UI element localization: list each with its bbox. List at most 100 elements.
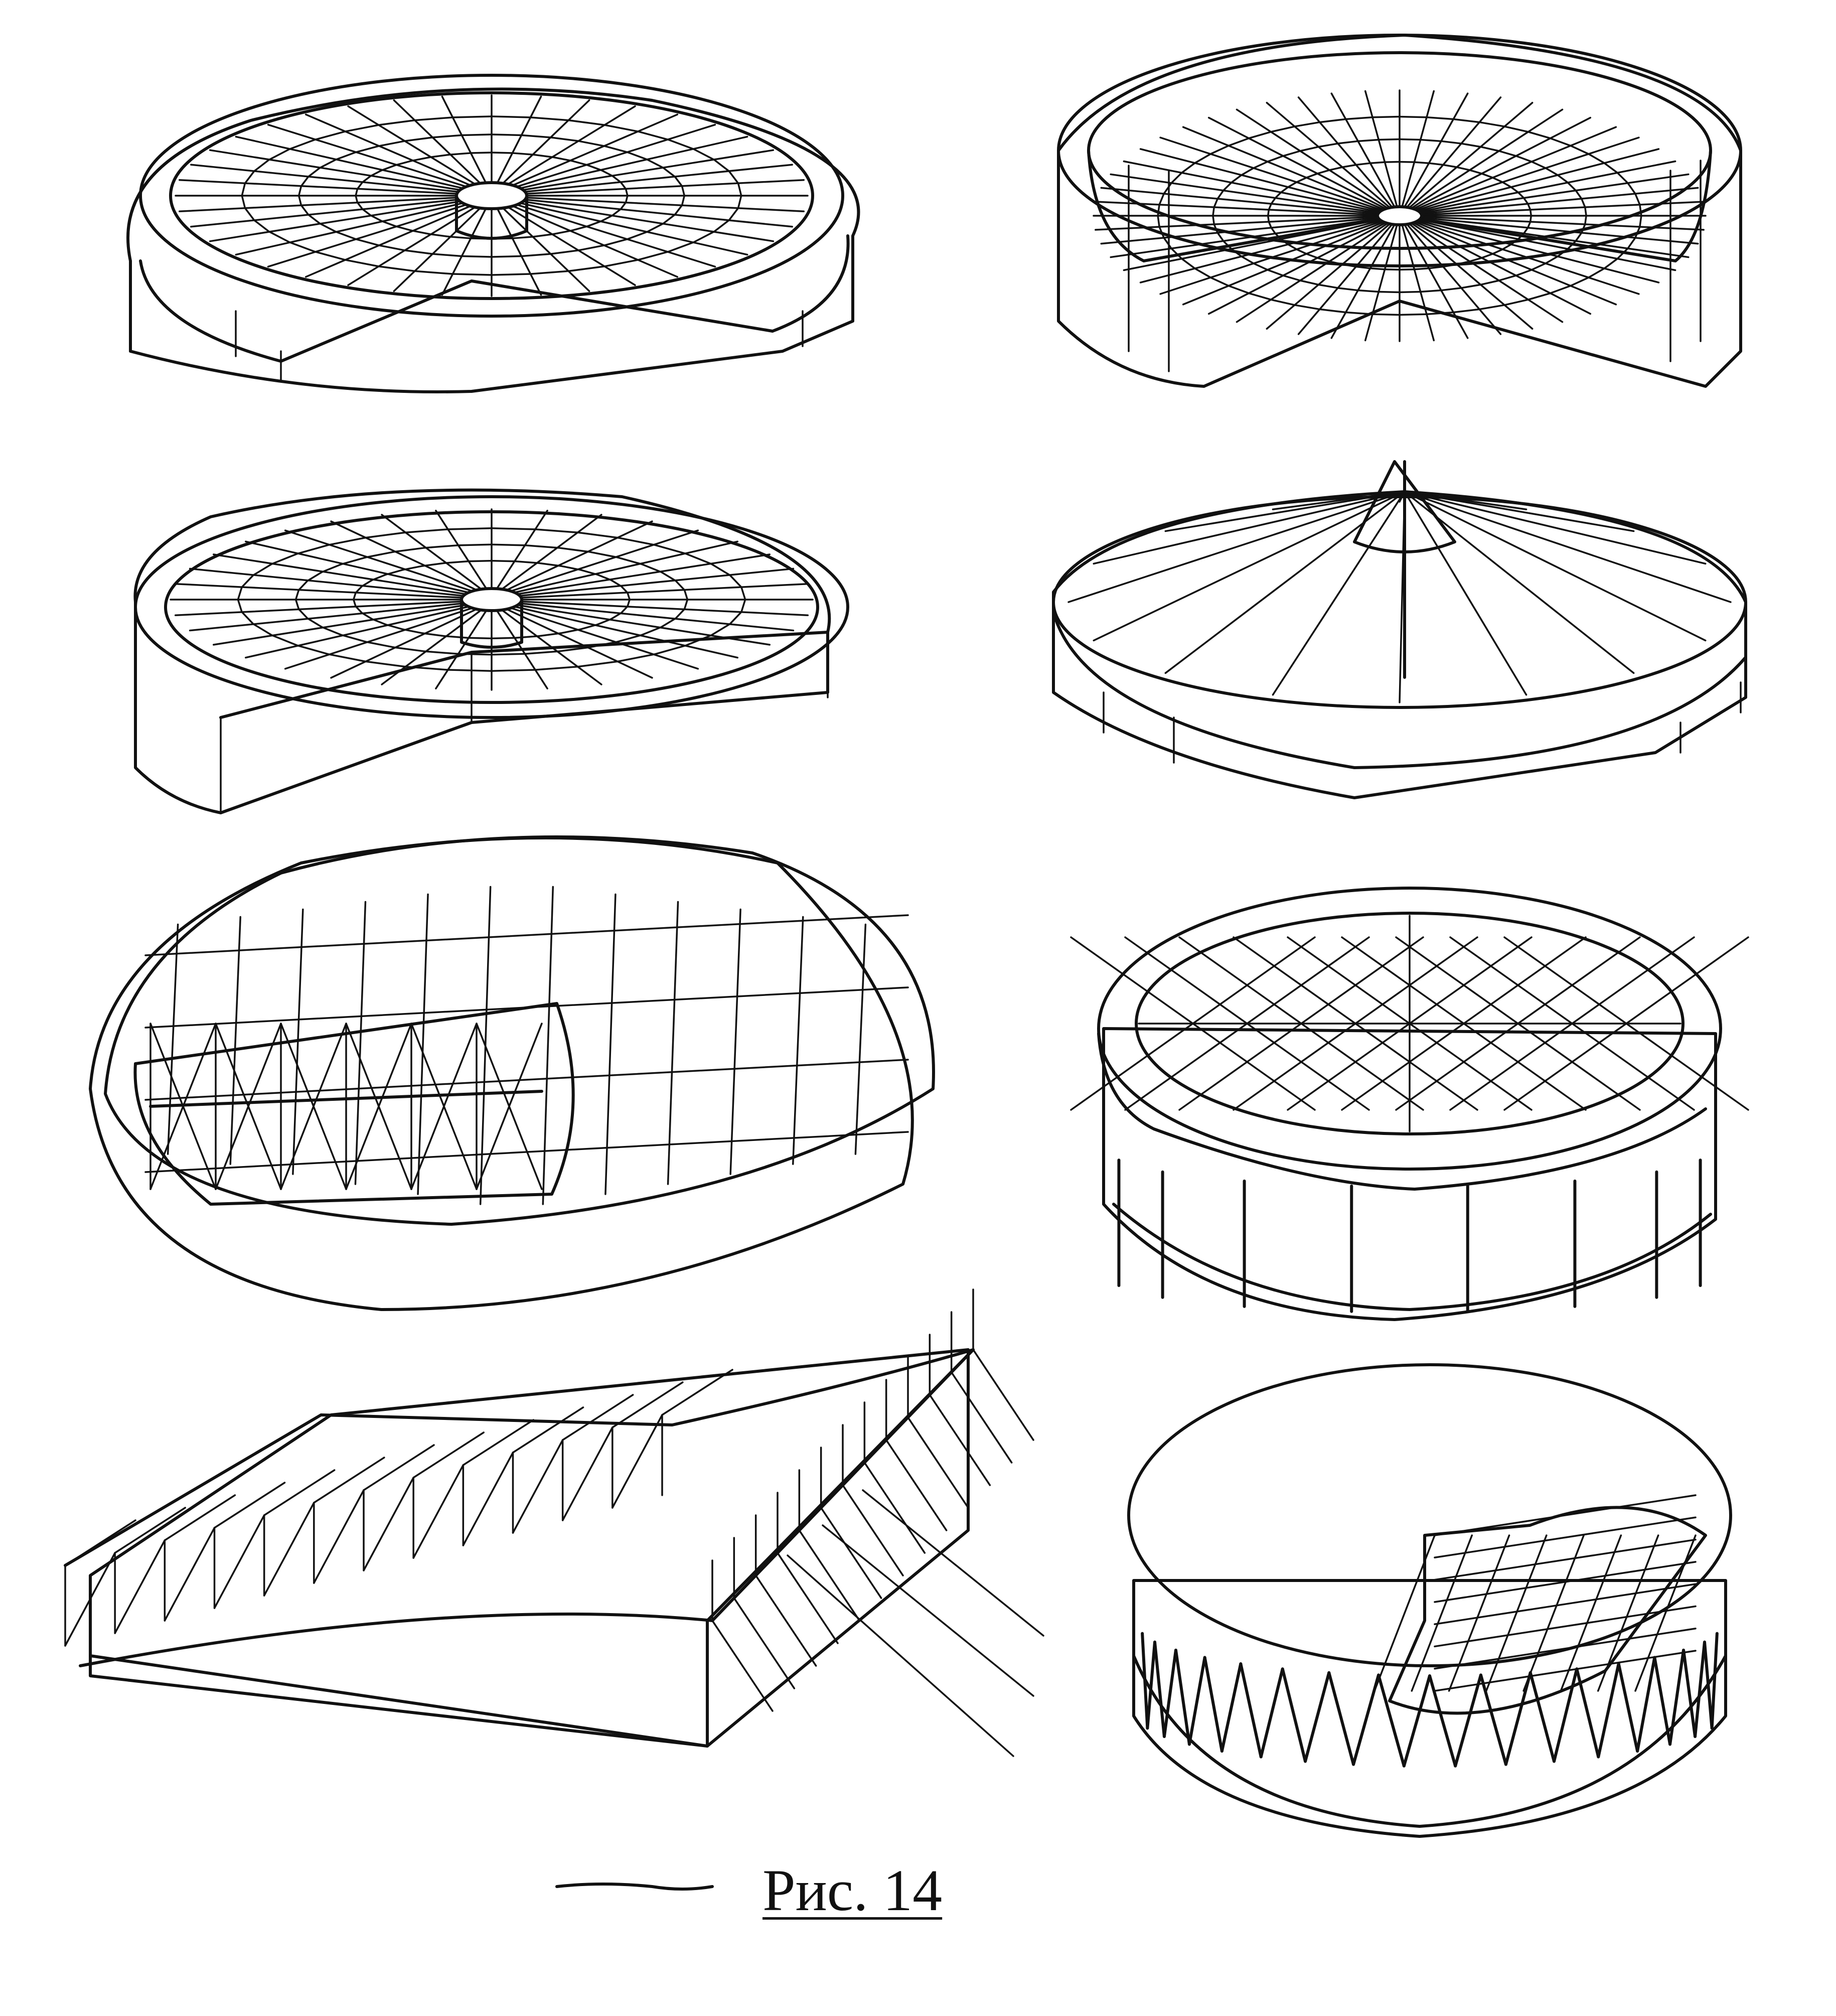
ring-segment xyxy=(1274,232,1282,240)
guy-cable xyxy=(972,1349,1034,1441)
ring-segment xyxy=(456,653,493,656)
ring-segment xyxy=(288,241,316,253)
ring-segment xyxy=(356,201,364,210)
lattice-line xyxy=(1434,1583,1697,1625)
spoke-line xyxy=(441,207,487,296)
ring-segment xyxy=(604,259,640,267)
ring-segment xyxy=(1627,237,1636,249)
ring-segment xyxy=(557,547,590,553)
ring-segment xyxy=(1419,289,1442,293)
ring-segment xyxy=(1603,162,1618,174)
ring-segment xyxy=(404,528,448,534)
truss-diagonal xyxy=(64,1552,116,1647)
ring-segment xyxy=(1357,289,1380,293)
ring-segment xyxy=(296,644,330,655)
ring-segment xyxy=(570,225,589,232)
ring-segment xyxy=(1584,215,1587,225)
lattice-line xyxy=(1434,1538,1697,1581)
spoke-line xyxy=(1403,222,1469,339)
ring-segment xyxy=(568,265,606,272)
ring-segment xyxy=(356,181,364,190)
ring-segment xyxy=(1557,248,1569,257)
spoke-line xyxy=(381,514,483,591)
ring-segment xyxy=(729,611,742,625)
ring-segment xyxy=(354,145,379,154)
spoke-line xyxy=(524,198,793,228)
ring-segment xyxy=(1428,265,1444,269)
shell-meridian xyxy=(417,893,429,1195)
ring-segment xyxy=(421,632,445,637)
spoke-line xyxy=(209,149,462,191)
ring-segment xyxy=(1460,142,1482,148)
ring-segment xyxy=(1355,162,1371,166)
ring-segment xyxy=(1491,177,1503,183)
spoke-line xyxy=(381,609,483,685)
ring-segment xyxy=(662,213,676,225)
ring-segment xyxy=(512,236,535,239)
tent-cable xyxy=(1272,491,1406,696)
ring-segment xyxy=(297,608,309,620)
ring-segment xyxy=(1478,121,1505,127)
ring-segment xyxy=(604,238,629,246)
zigzag-tooth xyxy=(1327,1671,1355,1766)
circular-roof-lattice-cutaway xyxy=(1127,1363,1732,1838)
ring-segment xyxy=(620,585,629,594)
ring-segment xyxy=(729,574,742,589)
shell-meridian xyxy=(604,893,617,1195)
ring-segment xyxy=(1527,292,1552,301)
spoke-line xyxy=(1407,102,1534,210)
ring-segment xyxy=(710,623,731,636)
ring-segment xyxy=(654,544,687,555)
spoke-line xyxy=(189,567,465,597)
ring-segment xyxy=(1222,240,1233,250)
spoke-line xyxy=(507,206,636,286)
spoke-line xyxy=(524,164,793,193)
ring-segment xyxy=(429,233,451,238)
oval-shell-roof-with-grid xyxy=(89,835,935,1311)
lattice-line xyxy=(1434,1494,1697,1536)
ring-segment xyxy=(1503,125,1529,133)
ring-segment xyxy=(600,169,614,177)
truss-diagonal xyxy=(561,1426,614,1521)
ring-segment xyxy=(1268,203,1273,211)
truss-member xyxy=(412,1431,485,1479)
ring-segment xyxy=(1575,189,1583,200)
ring-segment xyxy=(1384,161,1401,163)
ring-segment xyxy=(369,169,383,177)
spoke-line xyxy=(1418,217,1690,258)
spoke-line xyxy=(1417,160,1676,213)
ring-segment xyxy=(596,573,613,582)
zigzag-tooth xyxy=(1504,1671,1532,1766)
ring-segment xyxy=(538,632,562,637)
ring-segment xyxy=(1158,226,1165,239)
ring-segment xyxy=(1426,116,1454,120)
guy-cable xyxy=(863,1462,926,1554)
ring-segment xyxy=(394,225,413,232)
shell-meridian xyxy=(167,923,179,1155)
shell-meridian xyxy=(729,908,741,1175)
tent-cable xyxy=(1404,491,1707,565)
ring-segment xyxy=(620,605,629,614)
zigzag-tooth xyxy=(1187,1656,1206,1746)
ring-segment xyxy=(1515,155,1533,163)
lattice-brace xyxy=(280,1023,347,1190)
ring-segment xyxy=(364,531,406,539)
ring-segment xyxy=(660,617,677,628)
ring-segment xyxy=(1491,248,1503,255)
zigzag-tooth xyxy=(1162,1648,1177,1738)
truss-diagonal xyxy=(462,1452,514,1546)
zigzag-tooth xyxy=(1682,1648,1697,1738)
cable-roof-ring-cutaway xyxy=(126,74,860,393)
spoke-line xyxy=(519,135,748,190)
ring-segment xyxy=(456,543,493,546)
ring-segment xyxy=(369,214,383,222)
ring-segment xyxy=(237,586,243,601)
ring-segment xyxy=(297,195,302,206)
ring-segment xyxy=(1452,308,1480,314)
ring-segment xyxy=(1588,267,1605,278)
ring-segment xyxy=(448,152,472,156)
ring-segment xyxy=(675,580,686,591)
ring-segment xyxy=(1222,182,1233,192)
ring-segment xyxy=(431,134,463,138)
spoke-line xyxy=(519,202,748,256)
